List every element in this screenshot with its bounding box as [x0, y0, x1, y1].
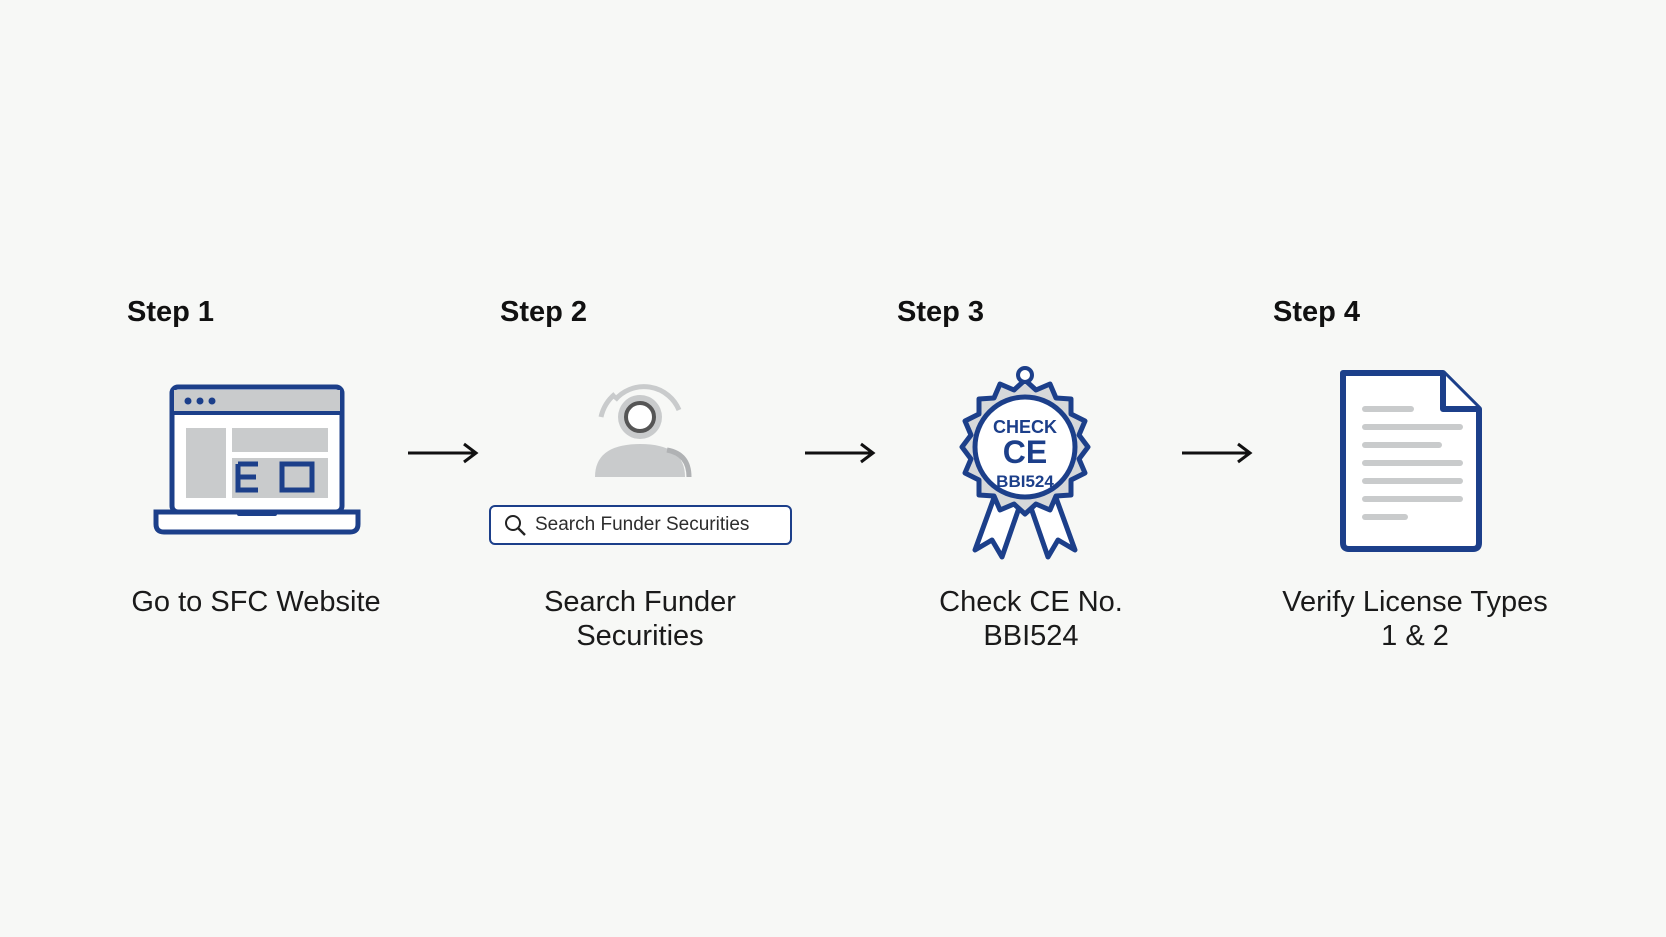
step-3-caption: Check CE No. BBI524 — [871, 585, 1191, 653]
laptop-browser-icon — [153, 384, 361, 535]
badge-top-text: CHECK — [993, 417, 1057, 437]
step-4-caption-line-2: 1 & 2 — [1381, 620, 1449, 652]
step-3-caption-line-1: Check CE No. — [939, 586, 1123, 618]
step-4-caption-line-1: Verify License Types — [1282, 586, 1548, 618]
step-1-label: Step 1 — [127, 296, 215, 328]
step-2-caption-line-2: Securities — [576, 620, 704, 652]
arrow-right-icon — [408, 442, 479, 464]
step-4-caption: Verify License Types 1 & 2 — [1250, 585, 1580, 653]
badge-bottom-text: BBI524 — [996, 472, 1054, 491]
search-input[interactable]: Search Funder Securities — [489, 505, 792, 545]
step-2-caption: Search Funder Securities — [480, 585, 800, 653]
step-3-caption-line-2: BBI524 — [983, 620, 1079, 652]
badge-seal-icon: CHECK CE BBI524 — [959, 366, 1091, 560]
arrow-right-icon — [805, 442, 876, 464]
search-icon — [505, 515, 526, 536]
document-icon — [1340, 370, 1482, 552]
step-2-label: Step 2 — [500, 296, 588, 328]
step-2-caption-line-1: Search Funder — [544, 586, 736, 618]
search-input-text: Search Funder Securities — [535, 514, 750, 535]
step-1-caption: Go to SFC Website — [96, 585, 416, 619]
badge-middle-text: CE — [1003, 434, 1047, 470]
step-1-caption-line: Go to SFC Website — [131, 586, 381, 618]
user-search-icon — [595, 384, 692, 478]
arrow-right-icon — [1182, 442, 1253, 464]
step-3-label: Step 3 — [897, 296, 985, 328]
step-4-label: Step 4 — [1273, 296, 1361, 328]
